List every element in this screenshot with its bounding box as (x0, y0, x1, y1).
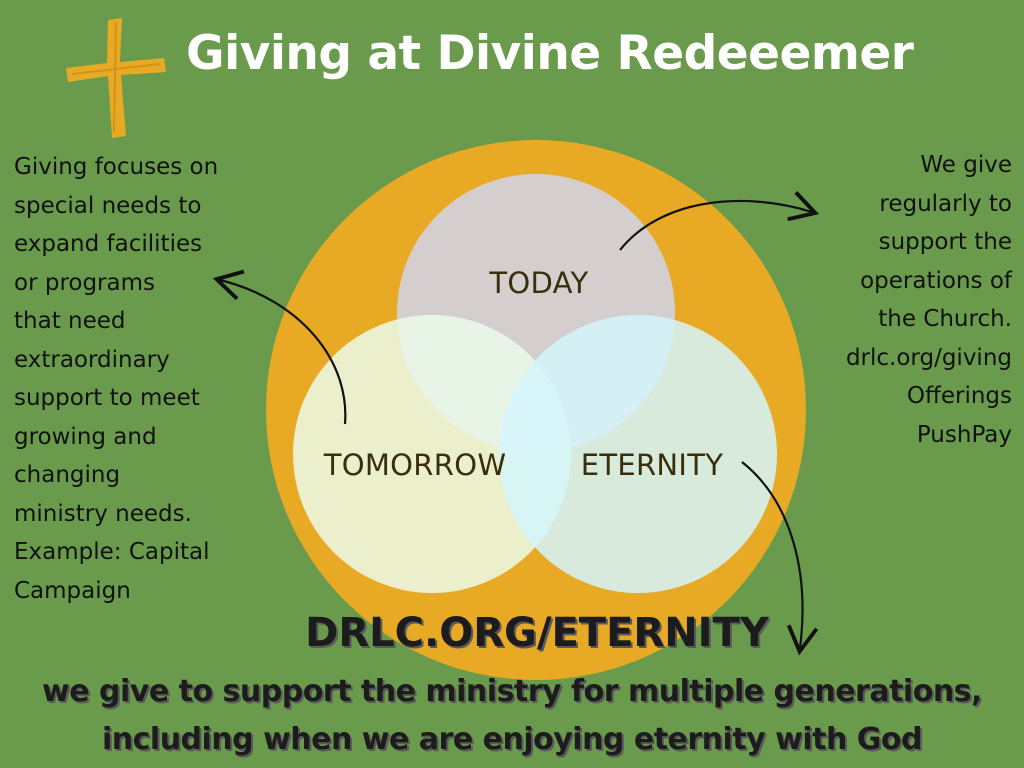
tomorrow-description-line: changing (14, 462, 121, 488)
tomorrow-description-line: expand facilities (14, 231, 203, 257)
today-description-line: the Church. (878, 306, 1012, 332)
eternity-circle (499, 315, 777, 593)
left-arrow (212, 269, 347, 425)
today-label: TODAY (489, 266, 589, 300)
tomorrow-label: TOMORROW (323, 448, 507, 482)
today-description-line: regularly to (879, 190, 1012, 217)
tomorrow-description-line: Giving focuses on (14, 154, 219, 180)
today-description: We give regularly to support the operati… (812, 146, 1012, 454)
today-description-line: We give (920, 152, 1012, 178)
giving-link[interactable]: drlc.org/giving (845, 344, 1012, 371)
tomorrow-description-line: support to meet (14, 385, 200, 411)
today-description-line: Offerings (906, 383, 1012, 409)
tomorrow-description-line: extraordinary (14, 346, 170, 373)
eternity-url[interactable]: DRLC.ORG/ETERNITY (305, 610, 769, 656)
right-arrow (619, 191, 820, 251)
eternity-label: ETERNITY (580, 448, 724, 482)
cross-icon (66, 18, 166, 138)
bottom-arrow (741, 461, 819, 656)
tomorrow-description-line: or programs (14, 269, 155, 296)
today-description-line: operations of (860, 267, 1012, 294)
today-description-line: support the (878, 229, 1012, 255)
page-title: Giving at Divine Redeeemer (186, 26, 914, 81)
tomorrow-description-line: Campaign (14, 577, 131, 604)
tomorrow-description-line: Example: Capital (14, 539, 210, 565)
tomorrow-description: Giving focuses on special needs to expan… (14, 148, 239, 610)
tomorrow-description-line: growing and (14, 423, 157, 450)
today-description-line: PushPay (916, 421, 1012, 448)
tomorrow-description-line: that need (14, 308, 126, 334)
tomorrow-circle (293, 315, 571, 593)
tomorrow-description-line: ministry needs. (14, 500, 192, 527)
tomorrow-description-line: special needs to (14, 192, 202, 219)
eternity-description-line: we give to support the ministry for mult… (42, 674, 982, 709)
eternity-description-line: including when we are enjoying eternity … (101, 722, 923, 757)
